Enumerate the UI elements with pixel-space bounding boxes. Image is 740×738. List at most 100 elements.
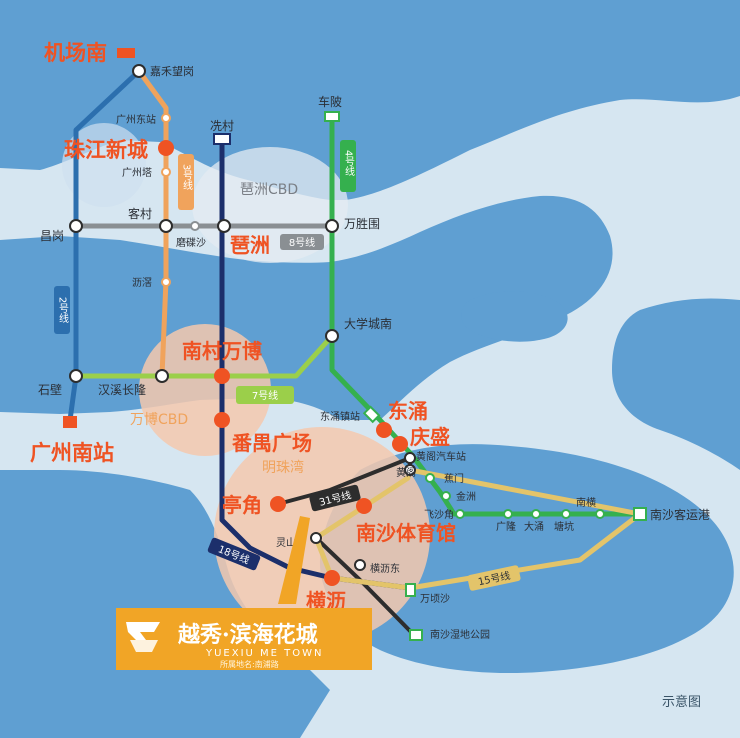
badge-line8 <box>280 234 324 250</box>
label-canton-tower: 广州塔 <box>122 166 152 179</box>
label-jinzhou: 金洲 <box>456 490 476 503</box>
station-hanxi-marker <box>155 369 169 383</box>
badge-line4-label: 4号线 <box>343 150 355 176</box>
wanbo-cbd-label: 万博CBD <box>130 411 188 428</box>
label-shibi: 石壁 <box>38 382 62 397</box>
station-airport-marker <box>117 48 135 58</box>
land-south-west <box>0 470 330 738</box>
project-pointer <box>278 516 310 604</box>
label-airport: 机场南 <box>44 41 107 65</box>
label-nansha-port: 南沙客运港 <box>650 507 710 522</box>
zhujiang-area-halo <box>62 123 146 207</box>
mingzhu-bay-label: 明珠湾 <box>262 459 304 476</box>
line-badges: 2号线 3号线 4号线 8号线 7号线 31号线 18号线 15号线 <box>54 140 521 591</box>
badge-line8-label: 8号线 <box>289 236 315 249</box>
station-donghong-town-marker <box>362 405 381 424</box>
station-modiesha-marker <box>190 221 200 231</box>
label-tingjiao: 亭角 <box>222 493 262 517</box>
label-wetland: 南沙湿地公园 <box>430 628 490 641</box>
label-donghong-town: 东涌镇站 <box>320 410 360 423</box>
badge-line7-label: 7号线 <box>252 389 278 402</box>
station-donghong-marker <box>376 422 392 438</box>
station-jinzhou-marker <box>441 491 451 501</box>
station-feishajiao-marker <box>455 509 465 519</box>
badge-line7 <box>236 386 294 404</box>
land-islet <box>461 291 568 342</box>
station-tingjiao-marker <box>270 496 286 512</box>
station-wetland-marker <box>409 629 423 641</box>
label-donghong: 东涌 <box>388 399 428 423</box>
label-lijiao: 沥滘 <box>132 277 152 289</box>
label-higher-edu: 大学城南 <box>344 316 392 331</box>
badge-line18 <box>207 537 261 571</box>
station-nanheng-marker <box>595 509 605 519</box>
badge-line15 <box>467 565 521 591</box>
station-lijiao-marker <box>161 277 171 287</box>
station-guangzhou-south-marker <box>63 416 77 428</box>
station-xiancun-marker <box>213 133 231 145</box>
label-xiancun: 冼村 <box>210 119 234 133</box>
station-wanshengwei-marker <box>325 219 339 233</box>
pazhou-cbd-halo <box>192 147 348 263</box>
label-guanglong: 广隆 <box>496 520 516 533</box>
project-banner-bg <box>116 608 372 670</box>
station-chebei-marker <box>324 111 340 122</box>
label-wanshengwei: 万胜围 <box>344 216 380 231</box>
label-nancun: 南村万博 <box>182 339 262 363</box>
station-jiaomen-marker <box>425 473 435 483</box>
project-name-cn: 越秀·滨海花城 <box>177 622 318 648</box>
label-henglidong: 横沥东 <box>370 562 400 575</box>
label-stadium: 南沙体育馆 <box>356 521 456 545</box>
station-hengli-marker <box>324 570 340 586</box>
label-kecun: 客村 <box>128 206 152 221</box>
station-qingsheng-marker <box>392 436 408 452</box>
footnote: 示意图 <box>662 694 701 710</box>
station-guangzhou-east-marker <box>161 113 171 123</box>
station-huangge-marker <box>404 464 416 476</box>
station-canton-tower-marker <box>161 167 171 177</box>
wanbo-cbd-halo <box>139 324 271 456</box>
station-changgang-marker <box>69 219 83 233</box>
project-banner: 越秀·滨海花城 YUEXIU ME TOWN 所属地名:南浦路 <box>116 608 372 670</box>
label-pazhou: 琶洲 <box>230 233 270 257</box>
station-henglidong-marker <box>354 559 366 571</box>
station-guanglong-marker <box>503 509 513 519</box>
badge-line2-label: 2号线 <box>57 297 69 323</box>
project-logo-icon <box>126 622 160 640</box>
station-nancun-marker <box>214 368 230 384</box>
label-tangkeng: 塘坑 <box>554 520 574 533</box>
label-modiesha: 磨碟沙 <box>176 236 206 249</box>
station-shibi-marker <box>69 369 83 383</box>
label-nanheng: 南横 <box>576 496 596 509</box>
station-zhujiang-marker <box>158 140 174 156</box>
label-chebei: 车陂 <box>318 94 342 109</box>
badge-line3 <box>178 154 194 210</box>
badge-line31 <box>309 484 361 512</box>
station-tangkeng-marker <box>561 509 571 519</box>
label-panyu: 番禺广场 <box>231 431 312 455</box>
label-jiaomen: 蕉门 <box>444 472 464 485</box>
land-east <box>612 298 740 470</box>
station-jiahe-marker <box>132 64 146 78</box>
label-wanqingsha: 万顷沙 <box>420 593 450 605</box>
station-lingshan-marker <box>310 532 322 544</box>
badge-line4 <box>340 140 356 192</box>
label-feishajiao: 飞沙角 <box>424 509 454 521</box>
station-stadium-marker <box>356 498 372 514</box>
stations <box>63 48 647 641</box>
station-dayong-marker <box>531 509 541 519</box>
label-zhujiang: 珠江新城 <box>64 138 148 162</box>
badge-line2 <box>54 286 70 334</box>
line-18 <box>219 137 413 591</box>
pazhou-cbd-label: 琶洲CBD <box>240 182 298 198</box>
label-dayong: 大涌 <box>524 520 544 533</box>
project-logo-icon-lower <box>130 640 158 652</box>
label-qingsheng: 庆盛 <box>410 425 450 449</box>
station-kecun-marker <box>159 219 173 233</box>
label-huangge-bus: 黄阁汽车站 <box>416 450 466 463</box>
station-panyu-marker <box>214 412 230 428</box>
label-changgang: 昌岗 <box>40 229 64 243</box>
label-hanxi: 汉溪长隆 <box>98 382 146 397</box>
label-huangge: 黄阁 <box>396 466 416 479</box>
